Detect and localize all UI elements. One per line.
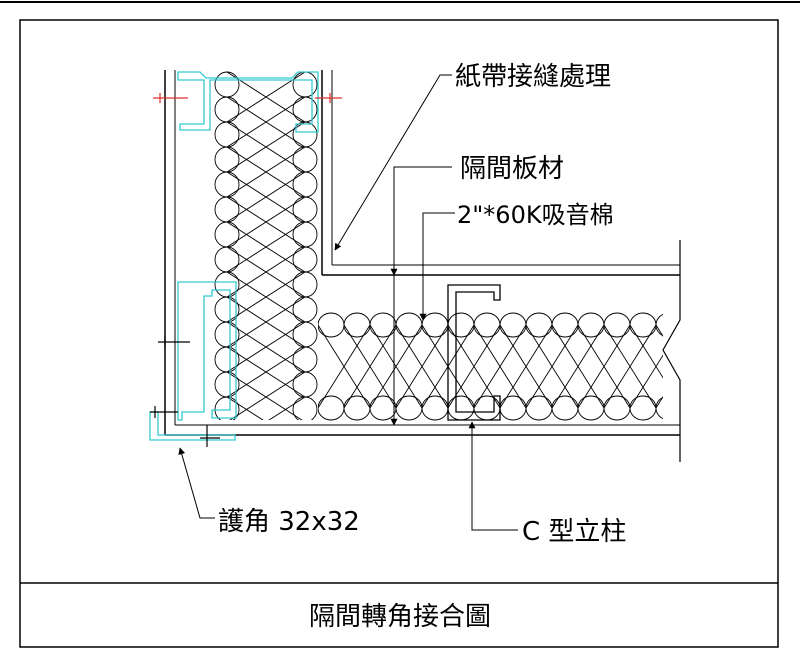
stud-bottom-vertical [177,281,237,421]
screws [150,93,342,447]
drawing-title: 隔間轉角接合圖 [309,602,491,632]
insulation-label: 2"*60K吸音棉 [457,201,614,229]
vertical-wall [164,70,680,435]
sheet-border [0,1,800,648]
tape-joint-label: 紙帶接縫處理 [455,62,611,92]
leaders [178,74,518,531]
c-stud-label: C 型立柱 [522,517,626,547]
panel-label: 隔間板材 [460,154,564,184]
c-stud [447,284,501,421]
insulation-horizontal [318,312,663,421]
stud-top-vertical [177,71,319,133]
corner-guard-label: 護角 32x32 [218,507,360,537]
corner-guard [149,411,236,441]
horizontal-wall [165,240,681,462]
